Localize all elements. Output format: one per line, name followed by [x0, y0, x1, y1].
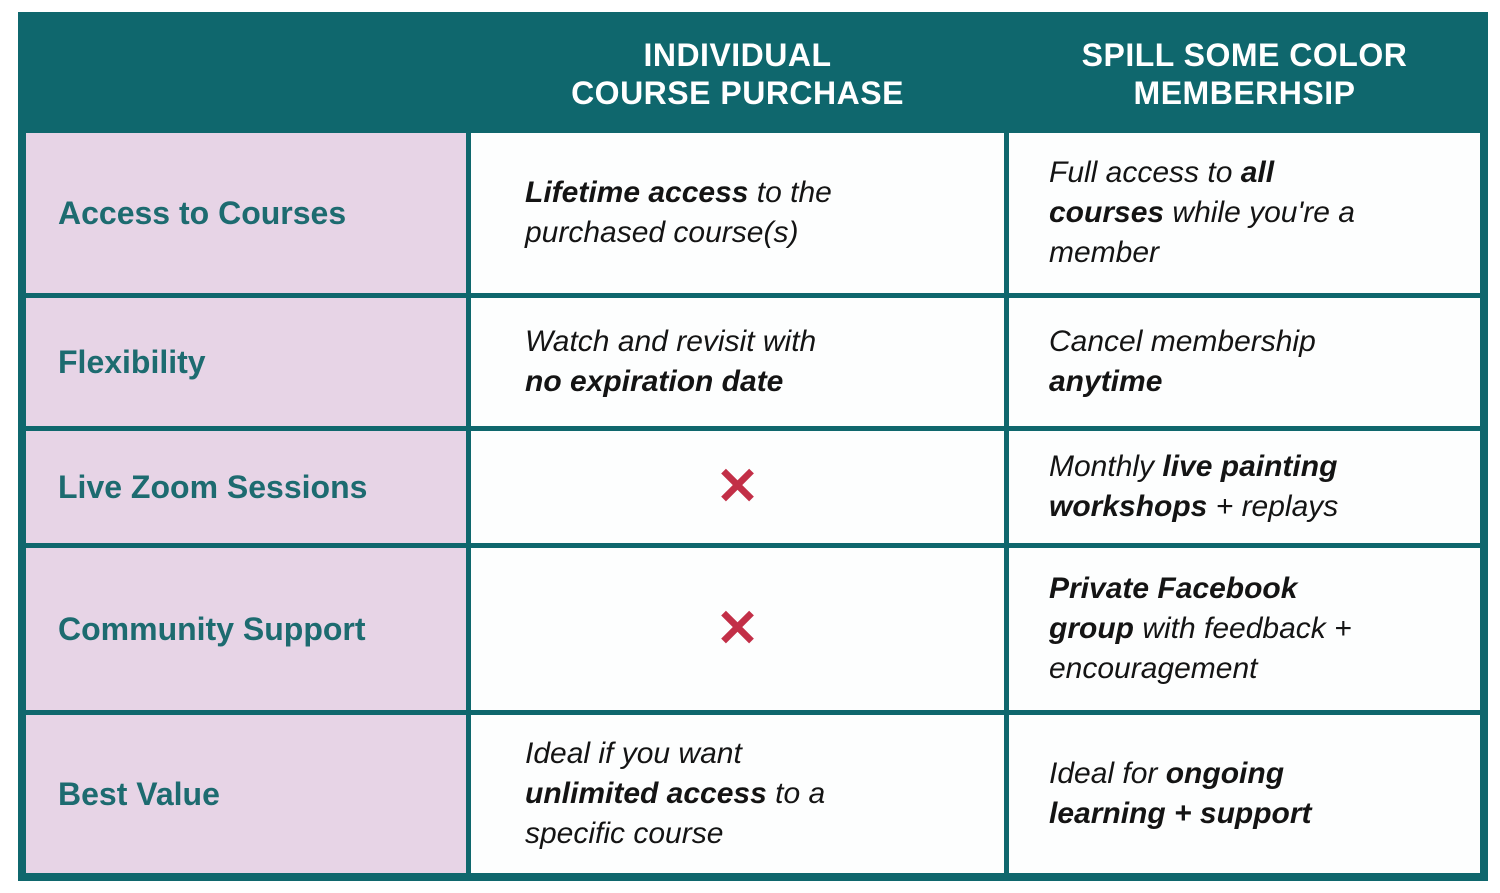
individual-cell-community-support: ✕	[471, 548, 1004, 710]
individual-cell-access-to-courses: Lifetime access to the purchased course(…	[471, 133, 1004, 293]
membership-cell-access-to-courses: Full access to all courses while you're …	[1009, 133, 1480, 293]
cell-text: Watch and revisit with no expiration dat…	[525, 325, 817, 398]
feature-label-community-support: Community Support	[26, 548, 466, 710]
cell-text: Ideal for ongoing learning + support	[1049, 757, 1312, 830]
header-individual-course-purchase: INDIVIDUAL COURSE PURCHASE	[471, 20, 1004, 128]
cell-text: Full access to all courses while you're …	[1049, 156, 1355, 269]
cell-text: Ideal if you want unlimited access to a …	[525, 737, 826, 850]
x-icon: ✕	[715, 458, 760, 516]
x-icon: ✕	[715, 600, 760, 658]
membership-cell-live-zoom-sessions: Monthly live painting workshops + replay…	[1009, 431, 1480, 543]
individual-cell-flexibility: Watch and revisit with no expiration dat…	[471, 298, 1004, 426]
membership-cell-best-value: Ideal for ongoing learning + support	[1009, 715, 1480, 873]
header-corner-cell	[26, 20, 466, 128]
cell-text: Cancel membership anytime	[1049, 325, 1316, 398]
comparison-table: INDIVIDUAL COURSE PURCHASE SPILL SOME CO…	[18, 12, 1488, 881]
feature-label-best-value: Best Value	[26, 715, 466, 873]
feature-label-access-to-courses: Access to Courses	[26, 133, 466, 293]
feature-label-flexibility: Flexibility	[26, 298, 466, 426]
cell-text: Private Facebook group with feedback + e…	[1049, 572, 1352, 685]
individual-cell-live-zoom-sessions: ✕	[471, 431, 1004, 543]
cell-text: Lifetime access to the purchased course(…	[525, 176, 832, 249]
feature-label-live-zoom-sessions: Live Zoom Sessions	[26, 431, 466, 543]
cell-text: Monthly live painting workshops + replay…	[1049, 450, 1339, 523]
header-spill-some-color-membership: SPILL SOME COLOR MEMBERHSIP	[1009, 20, 1480, 128]
membership-cell-community-support: Private Facebook group with feedback + e…	[1009, 548, 1480, 710]
membership-cell-flexibility: Cancel membership anytime	[1009, 298, 1480, 426]
individual-cell-best-value: Ideal if you want unlimited access to a …	[471, 715, 1004, 873]
